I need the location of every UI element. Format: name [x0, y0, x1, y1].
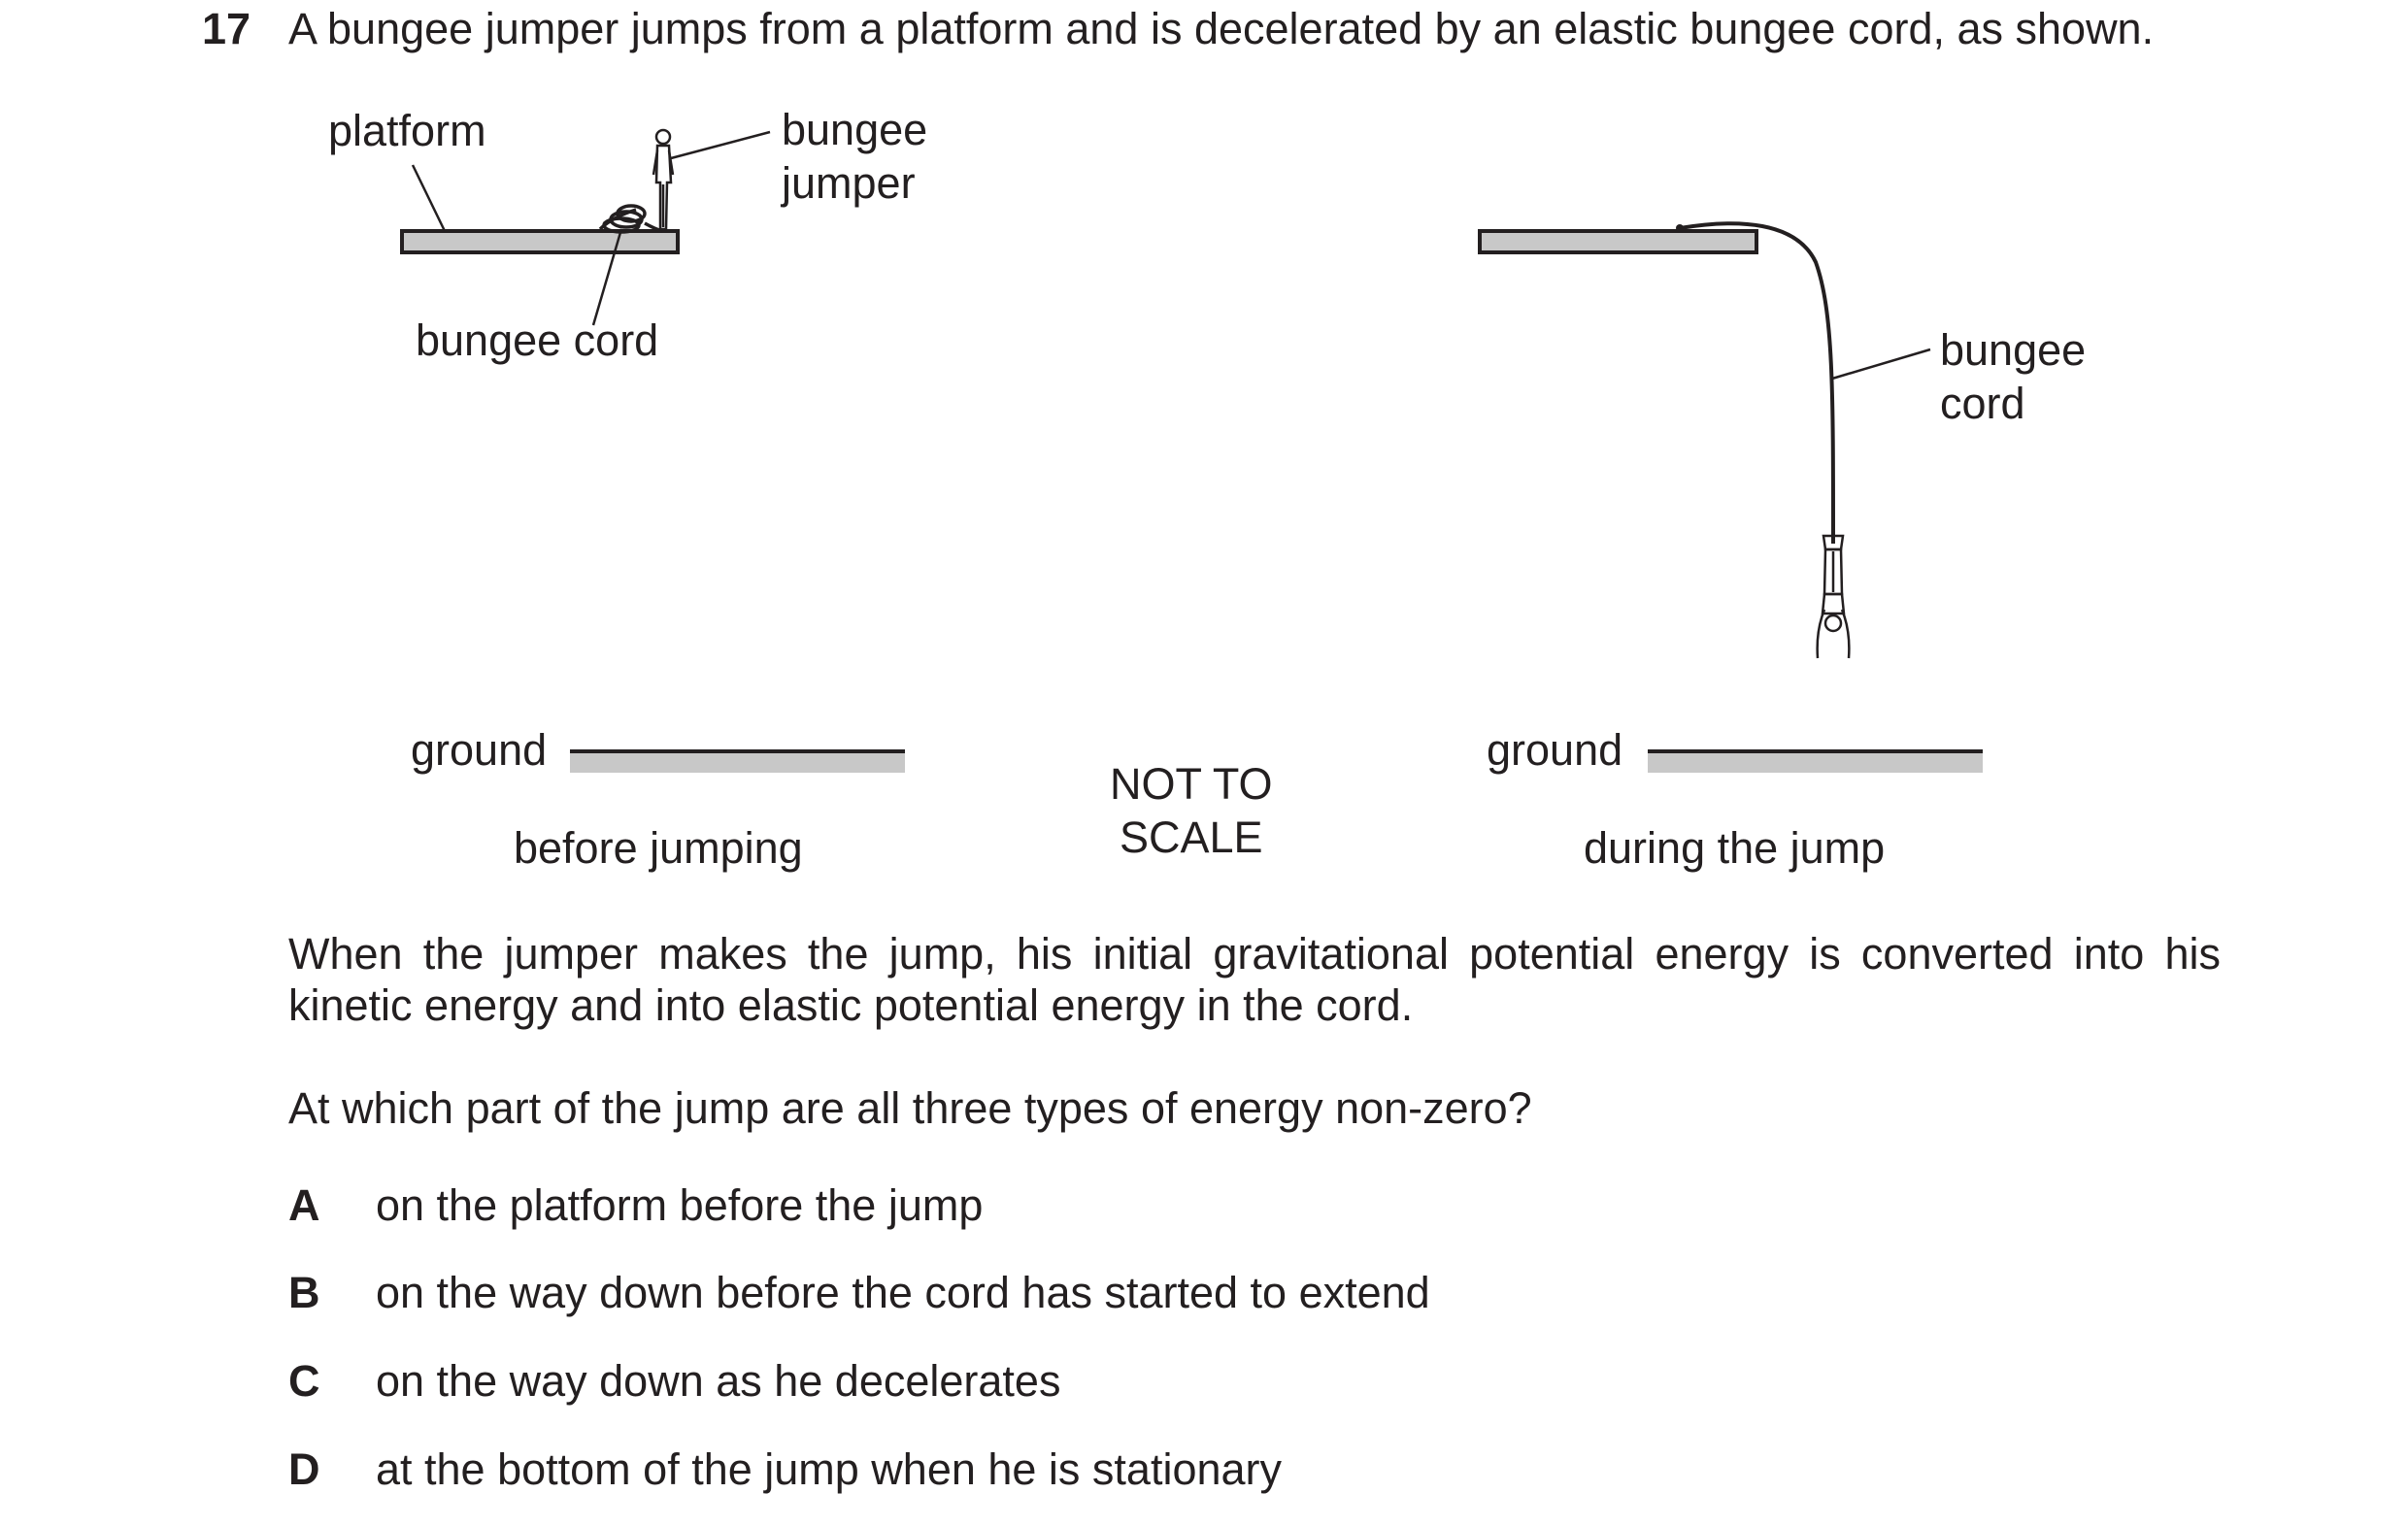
label-bungee-cord-right-2: cord: [1940, 379, 2025, 428]
platform-leader-line: [411, 164, 447, 232]
label-bungee-cord-right-1: bungee: [1940, 325, 2087, 375]
option-b-letter: B: [288, 1268, 320, 1317]
bungee-figure: [400, 128, 1983, 773]
label-ground-left: ground: [411, 725, 548, 775]
option-a-text: on the platform before the jump: [376, 1180, 984, 1230]
paragraph-energy-line2: kinetic energy and into elastic potentia…: [288, 980, 1414, 1030]
note-not-to: NOT TO: [1110, 759, 1273, 809]
option-d-letter: D: [288, 1444, 320, 1494]
option-c-letter: C: [288, 1356, 320, 1406]
option-b-text: on the way down before the cord has star…: [376, 1268, 1430, 1317]
label-ground-right: ground: [1487, 725, 1623, 775]
option-a-letter: A: [288, 1180, 320, 1230]
label-platform: platform: [328, 106, 486, 155]
caption-before-jumping: before jumping: [514, 823, 803, 873]
cord-leader-line: [591, 228, 623, 326]
option-c-text: on the way down as he decelerates: [376, 1356, 1061, 1406]
label-bungee-cord-left: bungee cord: [416, 315, 659, 365]
label-bungee-jumper-1: bungee: [782, 105, 928, 154]
note-scale: SCALE: [1120, 813, 1263, 862]
jumper-leader-line: [670, 130, 771, 160]
paragraph-energy-line1: When the jumper makes the jump, his init…: [288, 929, 2221, 979]
left-ground-fill: [570, 751, 905, 773]
standing-jumper-icon: [652, 128, 675, 231]
coiled-cord-icon: [598, 204, 663, 234]
label-bungee-jumper-2: jumper: [782, 158, 916, 208]
caption-during-jump: during the jump: [1584, 823, 1886, 873]
question-stem: A bungee jumper jumps from a platform an…: [288, 4, 2155, 53]
extended-cord: [1679, 221, 1835, 545]
hanging-jumper-icon: [1816, 534, 1851, 659]
right-cord-leader-line: [1831, 348, 1931, 381]
option-d-text: at the bottom of the jump when he is sta…: [376, 1444, 1283, 1494]
right-platform: [1478, 229, 1758, 254]
question-line: At which part of the jump are all three …: [288, 1083, 1532, 1133]
right-ground-fill: [1648, 751, 1983, 773]
left-platform: [400, 229, 680, 254]
question-number: 17: [202, 4, 251, 53]
